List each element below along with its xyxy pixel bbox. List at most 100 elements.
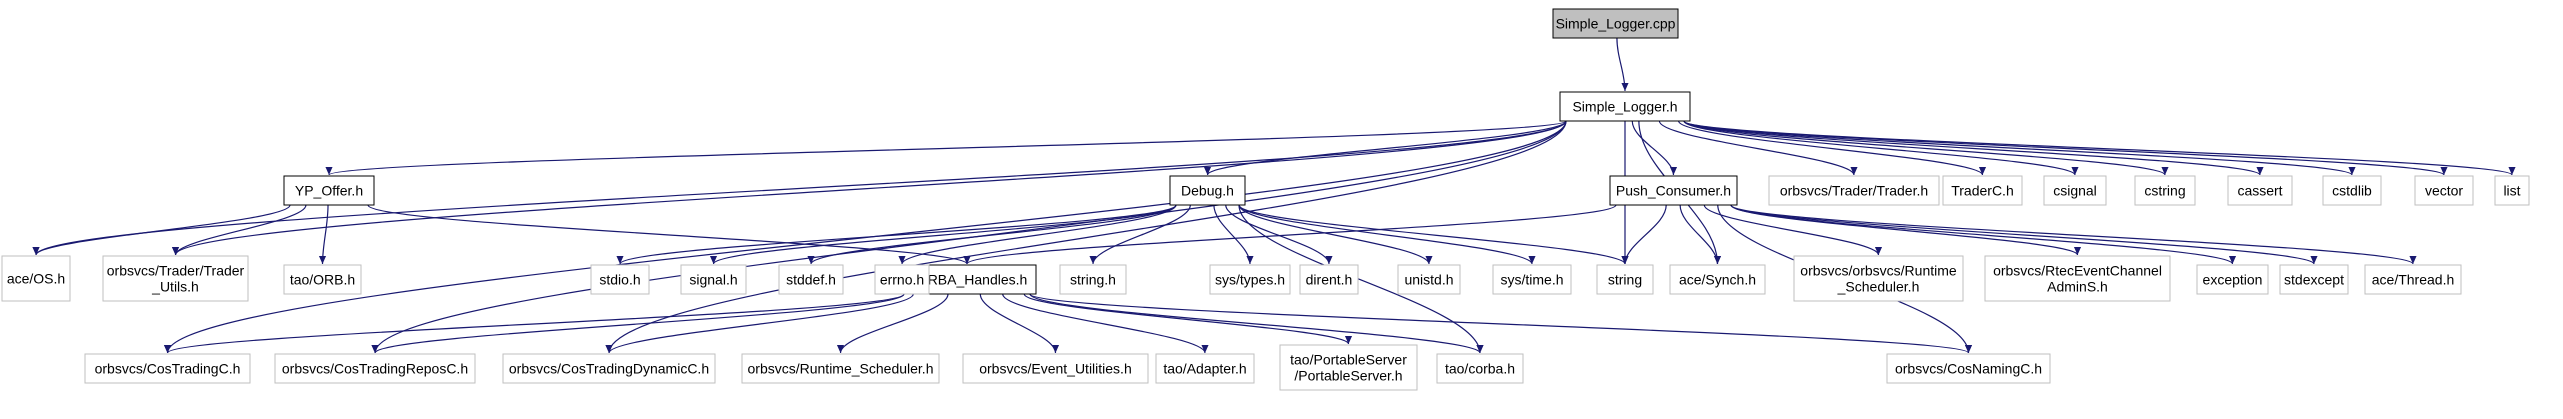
node-label: ace/OS.h <box>7 271 65 287</box>
node-box <box>502 353 716 384</box>
node-list: list <box>2494 175 2530 206</box>
edge-corba_handles_h-to-cos_trading_dynamic_c_h <box>605 293 914 354</box>
node-box <box>2494 175 2530 206</box>
node-box <box>1768 175 1940 206</box>
edge-corba_handles_h-to-runtime_scheduler2_h <box>836 293 949 354</box>
node-box <box>1609 175 1738 206</box>
node-label: cassert <box>2237 183 2282 199</box>
node-box <box>1059 264 1127 295</box>
node-box <box>1492 264 1572 295</box>
node-box <box>2322 175 2382 206</box>
node-label: TraderC.h <box>1951 183 2014 199</box>
node-box <box>1669 264 1766 295</box>
node-cassert: cassert <box>2227 175 2293 206</box>
node-box <box>2043 175 2107 206</box>
node-label: stdio.h <box>599 272 640 288</box>
edge-push_consumer_h-to-ace_thread_h <box>1730 204 2417 265</box>
node-stdio-h: stdio.h <box>590 264 650 295</box>
node-box <box>590 264 650 295</box>
node-box <box>102 255 249 302</box>
node-traderc-h: TraderC.h <box>1942 175 2023 206</box>
node-runtime-scheduler2-h: orbsvcs/Runtime_Scheduler.h <box>741 353 940 384</box>
node-signal-h: signal.h <box>680 264 747 295</box>
node-box <box>2134 175 2196 206</box>
node-box <box>1436 353 1524 384</box>
node-ace-synch-h: ace/Synch.h <box>1669 264 1766 295</box>
node-runtime-scheduler-h: orbsvcs/orbsvcs/Runtime_Scheduler.h <box>1793 255 1964 302</box>
edge-push_consumer_h-to-string <box>1621 204 1667 265</box>
edge-corba_handles_h-to-tao_adapter_h <box>1002 293 1209 354</box>
node-dirent-h: dirent.h <box>1299 264 1359 295</box>
node-label: orbsvcs/Trader/Trader <box>107 263 245 279</box>
edge-corba_handles_h-to-cos_naming_c_h <box>1029 293 1972 354</box>
node-box <box>1 255 71 302</box>
edge-corba_handles_h-to-cos_trading_repos_c_h <box>371 293 905 354</box>
node-box <box>2364 264 2462 295</box>
edge-push_consumer_h-to-ace_synch_h <box>1679 204 1722 265</box>
node-label: Debug.h <box>1181 183 1234 199</box>
node-label: Simple_Logger.h <box>1572 99 1677 115</box>
node-box <box>778 264 844 295</box>
node-box <box>1279 344 1418 391</box>
node-stddef-h: stddef.h <box>778 264 844 295</box>
node-trader-trader-h: orbsvcs/Trader/Trader.h <box>1768 175 1940 206</box>
node-label: stddef.h <box>786 272 836 288</box>
node-label: errno.h <box>880 272 924 288</box>
node-portable-server-h: tao/PortableServer/PortableServer.h <box>1279 344 1418 391</box>
node-exception: exception <box>2196 264 2269 295</box>
edge-simple_logger_cpp-to-simple_logger_h <box>1616 37 1629 92</box>
node-box <box>2414 175 2474 206</box>
node-label: orbsvcs/Trader/Trader.h <box>1780 183 1928 199</box>
node-label: YP_Offer.h <box>295 183 363 199</box>
edge-push_consumer_h-to-runtime_scheduler_h <box>1703 204 1883 256</box>
node-debug-h[interactable]: Debug.h <box>1169 175 1246 206</box>
node-box <box>1984 255 2171 302</box>
node-string: string <box>1596 264 1654 295</box>
node-string-h: string.h <box>1059 264 1127 295</box>
node-trader-utils-h: orbsvcs/Trader/Trader_Utils.h <box>102 255 249 302</box>
edge-simple_logger_h-to-yp_offer_h <box>325 120 1567 176</box>
node-box <box>283 264 362 295</box>
node-label: unistd.h <box>1404 272 1453 288</box>
edge-corba_handles_h-to-portable_server_h <box>1023 293 1352 345</box>
node-push-consumer-h[interactable]: Push_Consumer.h <box>1609 175 1738 206</box>
node-label: cstdlib <box>2332 183 2372 199</box>
node-ace-os-h: ace/OS.h <box>1 255 71 302</box>
node-simple-logger-h[interactable]: Simple_Logger.h <box>1559 91 1691 122</box>
node-label: tao/Adapter.h <box>1163 361 1246 377</box>
node-yp-offer-h[interactable]: YP_Offer.h <box>283 175 375 206</box>
node-vector: vector <box>2414 175 2474 206</box>
node-errno-h: errno.h <box>874 264 930 295</box>
edge-debug_h-to-sys_types_h <box>1213 204 1254 265</box>
edge-simple_logger_h-to-vector <box>1683 120 2448 176</box>
node-label: ace/Synch.h <box>1679 272 1756 288</box>
node-label: AdminS.h <box>2047 279 2108 295</box>
node-box <box>2279 264 2349 295</box>
edge-simple_logger_h-to-debug_h <box>1204 120 1567 176</box>
node-label: sys/types.h <box>1215 272 1285 288</box>
node-box <box>680 264 747 295</box>
edge-debug_h-to-string_h <box>1089 204 1191 265</box>
edge-push_consumer_h-to-stdexcept <box>1730 204 2318 265</box>
node-csignal: csignal <box>2043 175 2107 206</box>
edge-simple_logger_h-to-trader_trader_h <box>1658 120 1858 176</box>
node-box <box>1155 353 1255 384</box>
node-box <box>2196 264 2269 295</box>
node-label: string <box>1608 272 1642 288</box>
node-label: sys/time.h <box>1500 272 1563 288</box>
node-box <box>741 353 940 384</box>
edge-debug_h-to-signal_h <box>710 204 1177 265</box>
node-stdexcept: stdexcept <box>2279 264 2349 295</box>
node-label: vector <box>2425 183 2463 199</box>
edge-yp_offer_h-to-ace_os_h <box>32 204 291 256</box>
node-label: orbsvcs/CosTradingC.h <box>95 361 241 377</box>
node-box <box>1793 255 1964 302</box>
node-box <box>2227 175 2293 206</box>
node-label: tao/PortableServer <box>1290 352 1407 368</box>
node-label: list <box>2503 183 2520 199</box>
node-simple-logger-cpp[interactable]: Simple_Logger.cpp <box>1552 8 1679 39</box>
node-cstdlib: cstdlib <box>2322 175 2382 206</box>
edge-yp_offer_h-to-trader_utils_h <box>171 204 307 256</box>
node-box <box>874 264 930 295</box>
node-label: /PortableServer.h <box>1294 368 1402 384</box>
